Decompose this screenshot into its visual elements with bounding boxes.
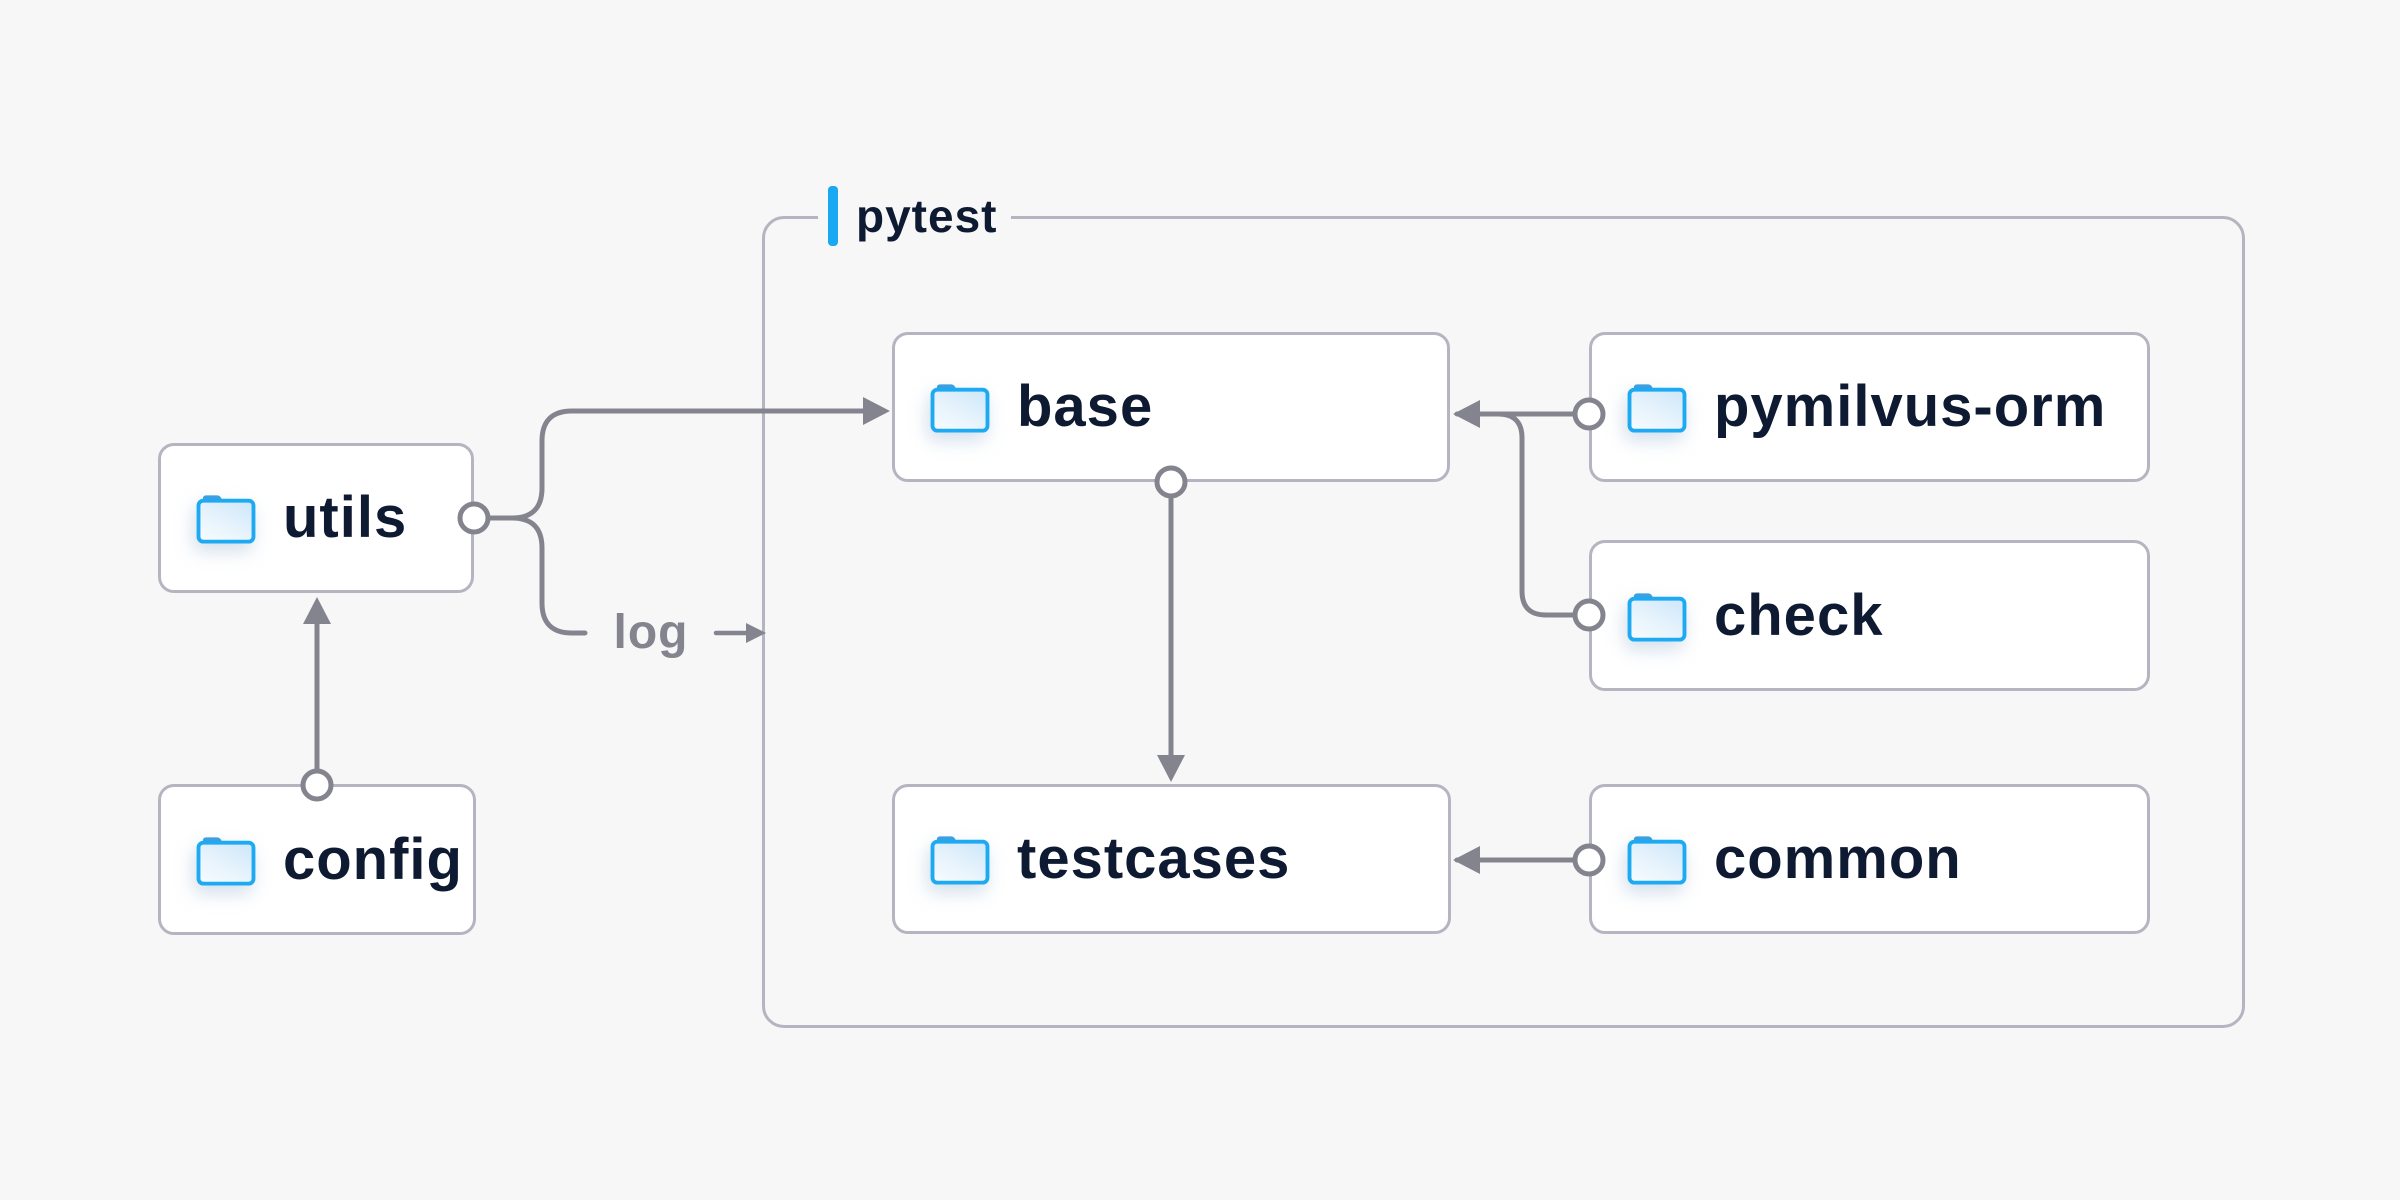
edge-utils-log [485, 515, 588, 636]
folder-icon [195, 833, 257, 887]
pytest-group-label: pytest [818, 184, 1012, 248]
folder-icon [1626, 832, 1688, 886]
folder-icon [1626, 589, 1688, 643]
edge-label-log: log [613, 606, 689, 659]
node-label: testcases [1017, 826, 1291, 891]
folder-icon [929, 832, 991, 886]
node-check[interactable]: check [1589, 540, 2150, 691]
arrowhead-config-utils [303, 597, 331, 624]
folder-icon [1626, 380, 1688, 434]
node-utils[interactable]: utils [158, 443, 474, 593]
node-label: check [1714, 582, 1884, 648]
folder-icon [929, 380, 991, 434]
node-label: base [1017, 374, 1154, 439]
node-config[interactable]: config [158, 784, 476, 935]
group-title: pytest [856, 190, 998, 242]
node-pymilvus-orm[interactable]: pymilvus-orm [1589, 332, 2150, 482]
node-common[interactable]: common [1589, 784, 2150, 934]
pytest-group-container [762, 216, 2245, 1028]
node-label: utils [283, 485, 408, 550]
node-base[interactable]: base [892, 332, 1450, 482]
accent-bar [828, 186, 838, 246]
node-testcases[interactable]: testcases [892, 784, 1451, 934]
node-label: pymilvus-orm [1714, 374, 2107, 439]
node-label: config [283, 826, 463, 892]
node-label: common [1714, 826, 1962, 891]
folder-icon [195, 491, 257, 545]
